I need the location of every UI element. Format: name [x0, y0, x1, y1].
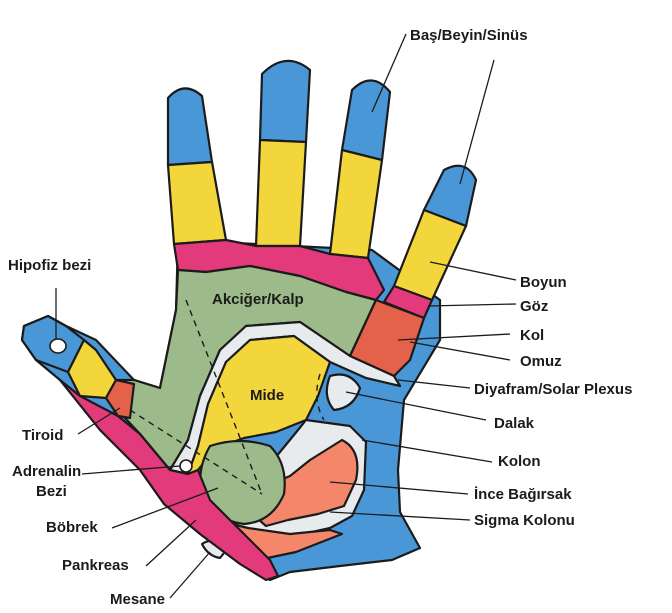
label-thyroid: Tiroid	[22, 427, 63, 444]
label-bladder: Mesane	[110, 591, 165, 608]
leader-diaphragm	[397, 379, 471, 389]
leader-bladder	[169, 551, 211, 599]
middle-finger	[254, 59, 312, 248]
label-diaphragm: Diyafram/Solar Plexus	[474, 381, 632, 398]
label-adrenal-1: Adrenalin	[12, 463, 81, 480]
label-arm: Kol	[520, 327, 544, 344]
dashed-line-2	[129, 409, 263, 495]
leader-pancreas	[145, 519, 197, 567]
index-finger	[166, 87, 228, 246]
leader-neck	[429, 261, 517, 281]
thyroid-zone	[104, 378, 136, 420]
label-small-intestine: İnce Bağırsak	[474, 486, 572, 503]
middle-finger-middle	[254, 138, 308, 248]
spleen-zone	[325, 373, 362, 412]
ring-finger	[328, 79, 392, 260]
little-finger	[382, 164, 478, 320]
label-spleen: Dalak	[494, 415, 535, 432]
adrenal-spot	[179, 459, 193, 473]
leader-adrenal	[81, 465, 181, 475]
little-finger-middle	[392, 208, 468, 302]
leader-small-intestine	[329, 481, 469, 495]
label-kidney: Böbrek	[46, 519, 98, 536]
leader-sigmoid	[329, 511, 471, 521]
leader-colon	[361, 439, 493, 463]
index-fingertip	[166, 87, 214, 167]
label-lung-heart: Akciğer/Kalp	[212, 291, 304, 308]
leader-shoulder	[409, 341, 511, 361]
ring-fingertip	[340, 79, 392, 162]
leader-head	[371, 33, 407, 113]
thumb-pink-edge	[58, 378, 280, 582]
shoulder-zone	[348, 298, 426, 378]
label-pituitary: Hipofiz bezi	[8, 257, 91, 274]
leader-head-2	[459, 59, 495, 185]
dashed-line-3	[316, 373, 325, 421]
ring-finger-middle	[328, 148, 384, 260]
label-sigmoid: Sigma Kolonu	[474, 512, 575, 529]
label-neck: Boyun	[520, 274, 567, 291]
label-stomach: Mide	[250, 387, 284, 404]
leader-spleen	[345, 391, 487, 421]
leader-kidney	[111, 487, 219, 529]
leader-arm	[397, 333, 511, 341]
label-colon: Kolon	[498, 453, 541, 470]
label-shoulder: Omuz	[520, 353, 562, 370]
leader-eye	[427, 303, 517, 307]
index-finger-middle	[166, 160, 228, 246]
label-adrenal-2: Bezi	[36, 483, 67, 500]
dashed-line-1	[185, 299, 263, 495]
middle-fingertip	[258, 59, 312, 144]
label-eye: Göz	[520, 298, 548, 315]
pituitary-spot	[49, 338, 67, 354]
label-pancreas: Pankreas	[62, 557, 129, 574]
leader-thyroid	[77, 407, 121, 435]
label-head: Baş/Beyin/Sinüs	[410, 27, 528, 44]
